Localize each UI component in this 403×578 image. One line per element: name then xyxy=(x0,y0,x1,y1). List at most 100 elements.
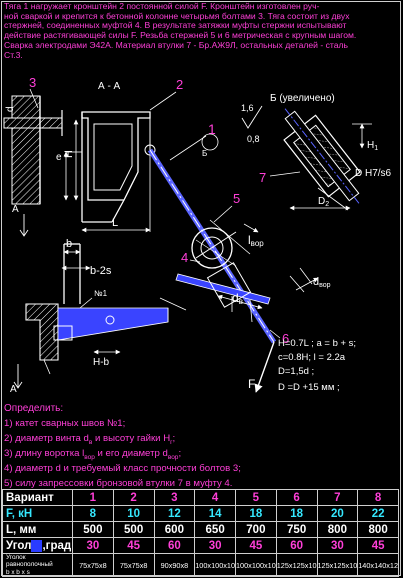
task-2-sub2: г xyxy=(170,438,173,446)
variant-row: Вариант 1 2 3 4 5 6 7 8 xyxy=(2,489,399,506)
corner-label-line-1: Уголок равнополочный xyxy=(6,554,53,569)
corner-cell: 100х100х10 xyxy=(194,553,236,577)
task-2-post: ; xyxy=(172,433,176,444)
dim-lvor-label: lвор xyxy=(248,233,264,248)
formula-line-1: H=0.7L ; a = b + s; xyxy=(278,338,356,349)
dim-h1-main: H xyxy=(367,140,374,151)
intro-line: Ст.3. xyxy=(4,49,23,60)
length-cell: 750 xyxy=(275,521,318,538)
intro-line: Тяга 1 нагружает кронштейн 2 постоянной … xyxy=(4,1,320,11)
intro-line: ной сваркой и крепится к бетонной колонн… xyxy=(4,10,350,21)
fit-label: D H7/s6 xyxy=(355,168,392,179)
formula-line-4: D =D +15 мм ; xyxy=(278,382,340,393)
dim-lvor-sub: вор xyxy=(251,239,265,248)
dim-d2-label: D2 xyxy=(318,196,329,208)
detail-b: Б (увеличено) 1,6 0,8 H1 D H7/s6 D2 7 Б xyxy=(201,93,392,211)
tie-rod: 1 xyxy=(147,121,277,344)
part-2-label: 2 xyxy=(176,77,183,92)
force-label: F xyxy=(248,377,255,391)
task-item: 2) диаметр винта dв и высоту гайки Hг; xyxy=(4,431,400,446)
tasks-header: Определить: xyxy=(4,403,64,414)
task-item: 3) длину воротка lвор и его диаметр dвор… xyxy=(4,446,400,461)
weld-detail: b b-2s №1 H-b A A xyxy=(10,204,187,395)
section-a-bottom: A xyxy=(10,384,17,395)
detail-b-label: Б (увеличено) xyxy=(270,93,335,104)
dim-d2-sub: 2 xyxy=(325,201,329,208)
variant-cell: 3 xyxy=(153,489,196,506)
formula-block: H=0.7L ; a = b + s; c=0.8H; l = 2.2a D=1… xyxy=(278,338,356,393)
force-cell: 22 xyxy=(357,505,399,522)
task-3-mid: и его диаметр d xyxy=(94,448,168,459)
task-2-pre: 2) диаметр винта d xyxy=(4,433,89,444)
variant-cell: 8 xyxy=(357,489,399,506)
force-cell: 18 xyxy=(275,505,318,522)
length-cell: 500 xyxy=(112,521,155,538)
angle-cell: 45 xyxy=(235,537,277,554)
length-cell: 650 xyxy=(194,521,236,538)
dim-dv-main: d xyxy=(232,291,239,305)
intro-line: стержней, соединенных муфтой 4. В резуль… xyxy=(4,20,347,31)
angle-label-symbol: α xyxy=(31,539,43,552)
variant-cell: 6 xyxy=(275,489,318,506)
problem-statement: Тяга 1 нагружает кронштейн 2 постоянной … xyxy=(4,1,398,60)
force-cell: 10 xyxy=(112,505,155,522)
angle-label-main: Угол xyxy=(6,539,32,552)
force-cell: 12 xyxy=(153,505,196,522)
variants-table: Вариант 1 2 3 4 5 6 7 8 F, кН 8 10 12 14… xyxy=(2,489,399,577)
dim-dv-sub: в xyxy=(239,297,243,306)
formula-line-3: D=1,5d ; xyxy=(278,366,314,377)
corner-cell: 90х90х8 xyxy=(153,553,196,577)
length-cell: 800 xyxy=(357,521,399,538)
bracket-section: А - А 2 e H L xyxy=(19,77,183,237)
dim-h1-sub: 1 xyxy=(374,145,378,152)
variant-cell: 7 xyxy=(316,489,359,506)
force-cell: 18 xyxy=(235,505,277,522)
part-5-label: 5 xyxy=(233,191,240,206)
variant-cell: 2 xyxy=(112,489,155,506)
task-3-pre: 3) длину воротка l xyxy=(4,448,85,459)
dim-hb-label: H-b xyxy=(93,357,110,368)
variant-cell: 1 xyxy=(72,489,114,506)
part-4-label: 4 xyxy=(181,250,188,265)
length-cell: 600 xyxy=(153,521,196,538)
force-row-label: F, кН xyxy=(2,505,73,522)
part-6-label: 6 xyxy=(282,331,289,346)
variant-cell: 5 xyxy=(235,489,277,506)
task-item: 1) катет сварных швов №1; xyxy=(4,416,400,431)
force-cell: 20 xyxy=(316,505,359,522)
corner-label-line-2: b x b x s xyxy=(6,568,30,576)
angle-cell: 60 xyxy=(153,537,196,554)
length-cell: 800 xyxy=(316,521,359,538)
view-b-mark: Б xyxy=(202,149,207,158)
length-row-label: L, мм xyxy=(2,521,73,538)
angle-cell: 45 xyxy=(112,537,155,554)
dim-dv-label: dв xyxy=(232,291,243,306)
corner-cell: 125х125х10 xyxy=(316,553,359,577)
dim-lvor-main: l xyxy=(248,233,251,247)
dim-b-label: b xyxy=(66,238,72,250)
task-2-mid: и высоту гайки H xyxy=(92,433,171,444)
dim-d2-main: D xyxy=(318,196,325,207)
task-3-sub1: вор xyxy=(84,453,95,461)
dim-e-label: e xyxy=(56,152,62,163)
task-3-sub2: вор xyxy=(167,453,179,461)
task-5-text: 5) силу запрессовки бронзовой втулки 7 в… xyxy=(4,478,233,489)
part-1-label: 1 xyxy=(208,121,216,137)
force-cell: 8 xyxy=(72,505,114,522)
roughness-1-6: 1,6 xyxy=(241,103,254,113)
angle-cell: 45 xyxy=(357,537,399,554)
formula-line-2: c=0.8H; l = 2.2a xyxy=(278,352,346,363)
corner-cell: 100х100х10 xyxy=(235,553,277,577)
dim-dvor-sub: вор xyxy=(319,282,331,289)
bracket-drawing: 3 d А - А 2 e H L 1 Б (увеличено) 1,6 0, xyxy=(3,75,392,395)
corner-cell: 140х140х12 xyxy=(357,553,399,577)
section-aa-label: А - А xyxy=(98,81,121,92)
dim-dvor-label: dвор xyxy=(313,276,331,289)
tasks-list: Определить: 1) катет сварных швов №1; 2)… xyxy=(4,401,400,491)
task-1-text: 1) катет сварных швов №1; xyxy=(4,418,126,429)
dim-d-label: d xyxy=(5,106,16,112)
angle-cell: 60 xyxy=(275,537,318,554)
corner-cell: 75х75х8 xyxy=(112,553,155,577)
